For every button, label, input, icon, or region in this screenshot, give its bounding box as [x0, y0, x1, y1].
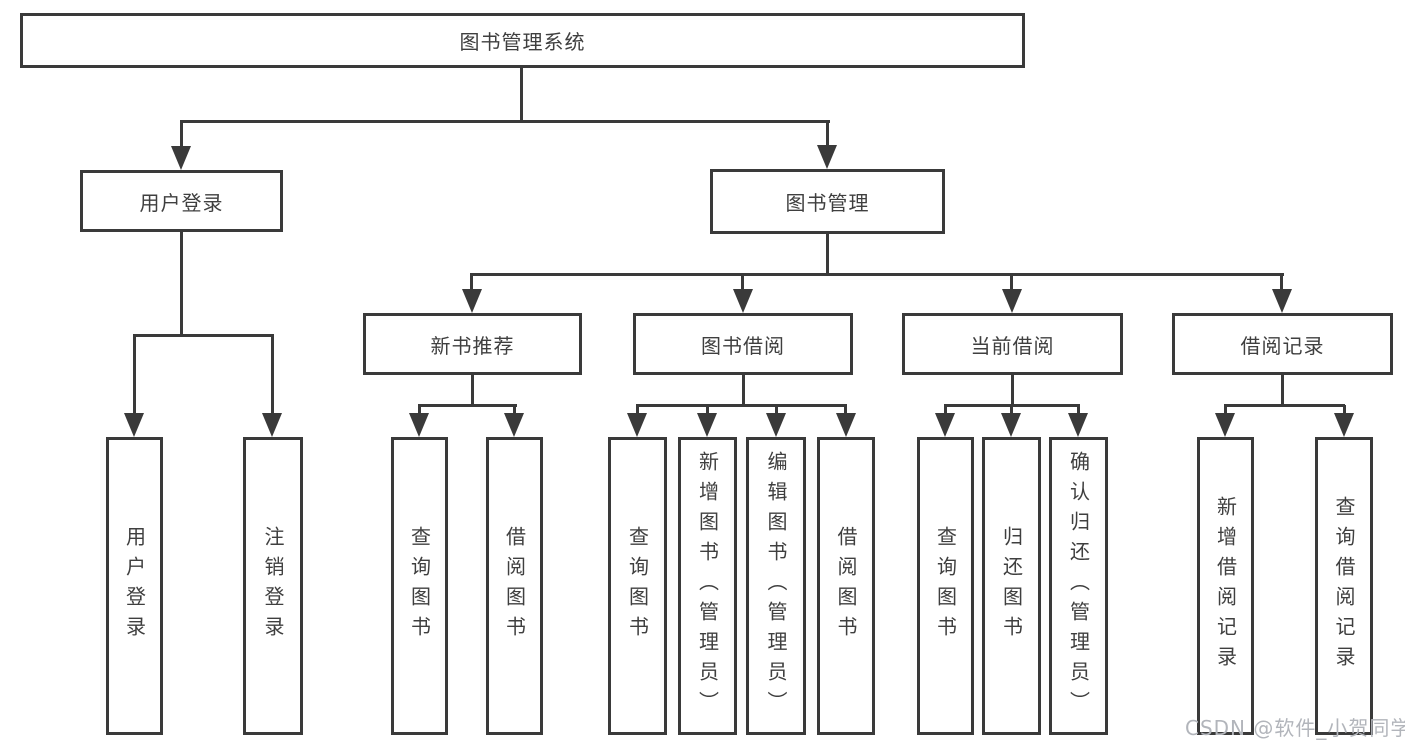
- leaf-label: 借阅图书: [502, 526, 527, 646]
- leaf-logout: 注销登录: [243, 437, 303, 735]
- csdn-watermark: CSDN @软件_小贺同学: [1185, 716, 1405, 740]
- connector-line: [826, 121, 829, 149]
- leaf-label: 查询图书: [407, 526, 432, 646]
- connector-line: [742, 373, 745, 407]
- arrow-down-icon: [627, 413, 647, 437]
- connector-line: [826, 232, 829, 276]
- connector-line: [133, 335, 136, 415]
- node-label: 新书推荐: [430, 333, 515, 358]
- leaf-label: 新增借阅记录: [1213, 496, 1238, 676]
- connector-line: [1010, 274, 1013, 291]
- connector-line: [470, 274, 473, 291]
- leaf-edit-book-admin: 编辑图书（管理员）: [746, 437, 806, 735]
- leaf-label: 新增图书（管理员）: [695, 451, 720, 721]
- leaf-label: 借阅图书: [834, 526, 858, 646]
- arrow-down-icon: [733, 289, 753, 313]
- arrow-down-icon: [1002, 289, 1022, 313]
- arrow-down-icon: [171, 146, 191, 170]
- leaf-label: 查询图书: [625, 526, 650, 646]
- node-library-management-system: 图书管理系统: [20, 13, 1025, 68]
- node-label: 图书借阅: [701, 333, 785, 358]
- arrow-down-icon: [1001, 413, 1021, 437]
- connector-line: [1011, 373, 1014, 407]
- leaf-label: 确认归还（管理员）: [1066, 451, 1091, 721]
- arrow-down-icon: [504, 413, 524, 437]
- leaf-add-borrow-record: 新增借阅记录: [1197, 437, 1254, 735]
- connector-line: [1010, 405, 1013, 415]
- node-label: 图书管理: [785, 191, 870, 215]
- node-label: 借阅记录: [1240, 333, 1325, 358]
- leaf-label: 用户登录: [122, 526, 147, 646]
- connector-line: [706, 405, 709, 415]
- connector-line: [1280, 274, 1283, 291]
- arrow-down-icon: [1334, 413, 1354, 437]
- connector-line: [636, 404, 847, 407]
- node-new-book-recommend: 新书推荐: [363, 313, 582, 375]
- leaf-query-books-current: 查询图书: [917, 437, 974, 735]
- leaf-borrow-books-recommend: 借阅图书: [486, 437, 543, 735]
- connector-line: [636, 405, 639, 415]
- connector-line: [180, 121, 183, 149]
- connector-line: [470, 273, 1284, 276]
- leaf-query-books-borrowing: 查询图书: [608, 437, 667, 735]
- arrow-down-icon: [766, 413, 786, 437]
- connector-line: [1224, 404, 1345, 407]
- leaf-label: 查询图书: [933, 526, 958, 646]
- connector-line: [1077, 405, 1080, 415]
- arrow-down-icon: [262, 413, 282, 437]
- arrow-down-icon: [124, 413, 144, 437]
- node-label: 图书管理系统: [459, 30, 586, 54]
- leaf-label: 归还图书: [999, 526, 1024, 646]
- connector-line: [944, 405, 947, 415]
- arrow-down-icon: [935, 413, 955, 437]
- leaf-query-books-recommend: 查询图书: [391, 437, 448, 735]
- node-current-borrowing: 当前借阅: [902, 313, 1123, 375]
- node-user-login: 用户登录: [80, 170, 283, 232]
- connector-line: [1343, 405, 1346, 415]
- connector-line: [844, 405, 847, 415]
- connector-line: [520, 66, 523, 123]
- arrow-down-icon: [697, 413, 717, 437]
- leaf-return-book: 归还图书: [982, 437, 1041, 735]
- leaf-confirm-return-admin: 确认归还（管理员）: [1049, 437, 1108, 735]
- connector-line: [418, 405, 421, 415]
- connector-line: [271, 335, 274, 415]
- node-book-management: 图书管理: [710, 169, 945, 234]
- connector-line: [133, 334, 274, 337]
- connector-line: [1224, 405, 1227, 415]
- connector-line: [775, 405, 778, 415]
- arrow-down-icon: [836, 413, 856, 437]
- arrow-down-icon: [1272, 289, 1292, 313]
- leaf-query-borrow-record: 查询借阅记录: [1315, 437, 1373, 735]
- arrow-down-icon: [462, 289, 482, 313]
- arrow-down-icon: [1068, 413, 1088, 437]
- arrow-down-icon: [817, 145, 837, 169]
- connector-line: [741, 274, 744, 291]
- leaf-label: 查询借阅记录: [1332, 496, 1356, 676]
- node-borrowing-records: 借阅记录: [1172, 313, 1393, 375]
- arrow-down-icon: [409, 413, 429, 437]
- connector-line: [471, 373, 474, 407]
- connector-line: [418, 404, 517, 407]
- connector-line: [180, 230, 183, 337]
- node-label: 当前借阅: [970, 333, 1055, 358]
- connector-line: [1281, 373, 1284, 407]
- leaf-label: 注销登录: [261, 526, 285, 646]
- leaf-add-book-admin: 新增图书（管理员）: [678, 437, 737, 735]
- connector-line: [513, 405, 516, 415]
- connector-line: [180, 120, 830, 123]
- node-label: 用户登录: [139, 190, 224, 215]
- arrow-down-icon: [1215, 413, 1235, 437]
- leaf-borrow-books: 借阅图书: [817, 437, 875, 735]
- leaf-user-login: 用户登录: [106, 437, 163, 735]
- leaf-label: 编辑图书（管理员）: [764, 451, 788, 721]
- node-book-borrowing: 图书借阅: [633, 313, 853, 375]
